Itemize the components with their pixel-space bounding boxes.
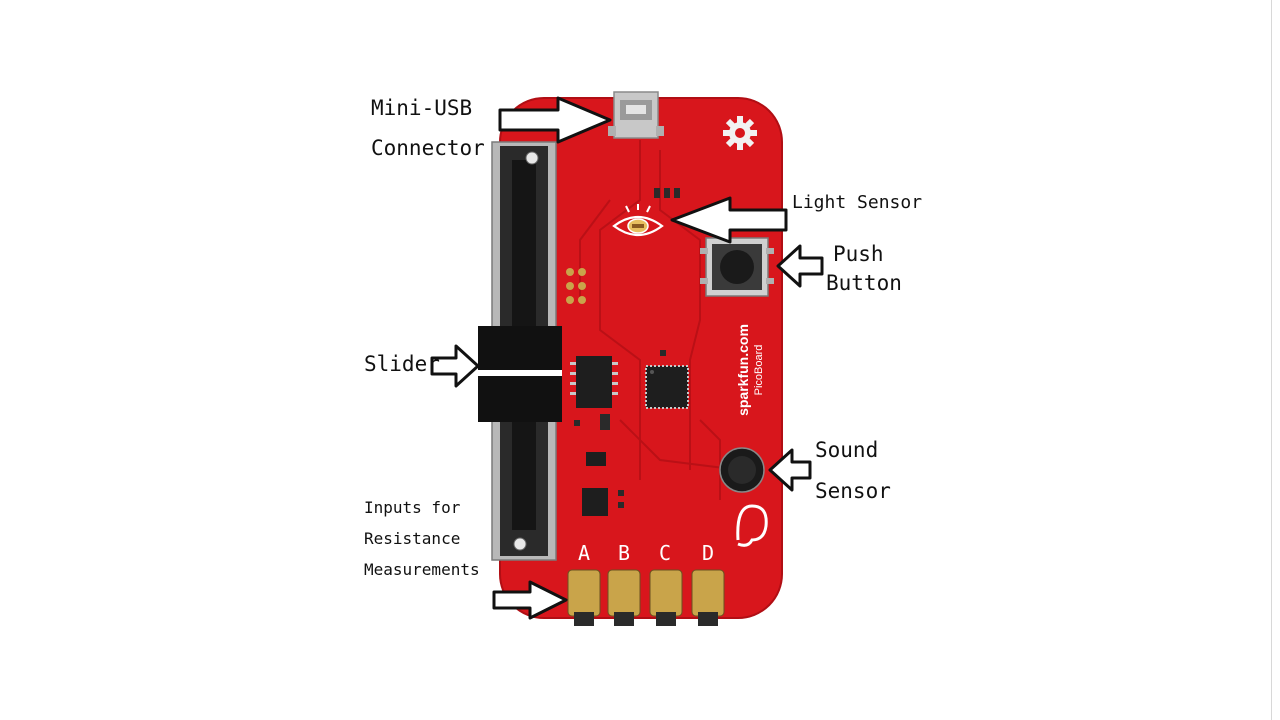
label-mini-usb-line2: Connector [371, 136, 485, 160]
label-sound-line1: Sound [815, 438, 879, 462]
mini-usb-connector [608, 91, 664, 139]
arrow-slider [430, 344, 480, 388]
label-mini-usb-line1: Mini-USB [371, 96, 473, 120]
label-push-line2: Button [826, 271, 902, 295]
brand-model-text: PicoBoard [753, 345, 765, 396]
arrow-mini-usb [498, 96, 612, 144]
label-light-sensor: Light Sensor [792, 192, 923, 213]
arrow-sound-sensor [768, 448, 812, 492]
header-pins [566, 268, 586, 304]
input-letter-c: C [659, 541, 671, 565]
chip-left [570, 356, 618, 408]
gear-icon [723, 116, 757, 150]
input-letter-b: B [618, 541, 630, 565]
label-inputs-line2: Resistance [364, 529, 461, 548]
input-letter-a: A [578, 541, 590, 565]
label-inputs-line1: Inputs for [364, 498, 461, 517]
page-edge-line [1271, 0, 1272, 720]
microcontroller-chip [645, 365, 689, 409]
input-letter-d: D [702, 541, 714, 565]
arrow-inputs [492, 580, 568, 620]
eye-icon [612, 204, 664, 237]
label-slider: Slider [364, 352, 440, 376]
push-button [700, 237, 774, 297]
arrow-push-button [776, 244, 824, 288]
label-push-line1: Push [833, 242, 884, 266]
ear-icon [736, 504, 768, 547]
label-sound-line2: Sensor [815, 479, 891, 503]
connector-bases [574, 612, 718, 626]
slider-knob [478, 326, 562, 422]
smd-components-middle [574, 350, 666, 516]
label-inputs-line3: Measurements [364, 560, 480, 579]
microphone [719, 447, 765, 493]
smd-components-top [654, 188, 680, 198]
brand-text: sparkfun.com PicoBoard [735, 324, 765, 416]
input-connectors [567, 569, 725, 617]
brand-sparkfun-text: sparkfun.com [735, 324, 751, 416]
arrow-light-sensor [670, 196, 788, 244]
